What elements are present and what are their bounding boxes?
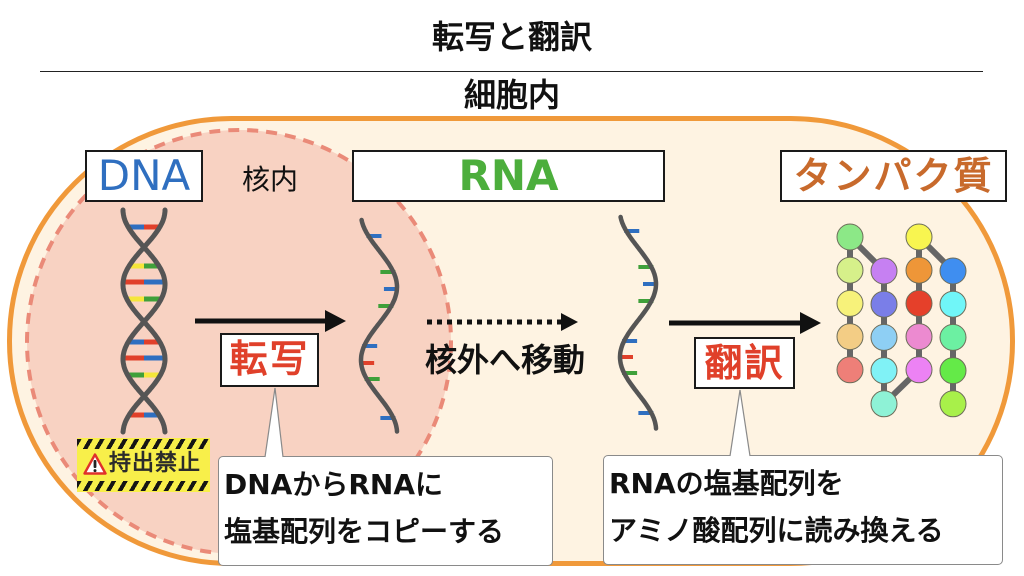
nucleus-label: 核内 — [241, 163, 298, 196]
amino-acid-bead — [870, 257, 898, 285]
amino-acid-bead — [836, 289, 864, 317]
amino-acid-bead — [836, 323, 864, 351]
amino-acid-bead — [905, 289, 933, 317]
amino-acid-bead — [905, 323, 933, 351]
nuclear-export-label: 核外へ移動 — [424, 341, 585, 379]
arrowhead-icon — [561, 313, 578, 331]
rna-backbone — [358, 217, 400, 434]
do-not-remove-badge: 持出禁止 — [77, 438, 210, 492]
amino-acid-bead — [939, 290, 967, 318]
amino-acid-bead — [905, 256, 933, 284]
translation-label: 翻訳 — [694, 337, 795, 389]
dna-strand — [120, 207, 168, 435]
hazard-stripes-bottom — [77, 481, 210, 491]
warning-triangle-icon — [83, 453, 107, 475]
hazard-stripes-top — [77, 439, 210, 449]
amino-acid-bead — [939, 323, 967, 351]
amino-acid-bead — [836, 223, 864, 251]
warning-text: 持出禁止 — [109, 451, 202, 476]
protein-chain — [836, 223, 967, 418]
callout-line: アミノ酸配列に読み換える — [609, 514, 944, 547]
protein-label: タンパク質 — [780, 150, 1007, 202]
amino-acid-bead — [939, 357, 967, 385]
amino-acid-bead — [870, 390, 898, 418]
mrna-strand-in-nucleus — [358, 217, 400, 434]
amino-acid-bead — [905, 223, 933, 251]
transcription-label: 転写 — [220, 333, 319, 387]
export-dotted-arrow — [427, 313, 578, 331]
amino-acid-bead — [836, 256, 864, 284]
dna-double-helix — [120, 207, 168, 435]
rna-backbone — [617, 214, 659, 431]
callout-line: DNAからRNAに — [224, 468, 444, 501]
translation-arrow — [669, 312, 821, 334]
transcription-arrow — [195, 310, 346, 332]
title-divider — [40, 71, 983, 72]
page-title: 転写と翻訳 — [431, 18, 592, 56]
mrna-strand-in-cytoplasm — [617, 214, 659, 431]
section-title-cell: 細胞内 — [463, 76, 560, 114]
callout-line: 塩基配列をコピーする — [224, 515, 505, 548]
arrowhead-icon — [800, 312, 821, 334]
amino-acid-bead — [870, 290, 898, 318]
callout-line: RNAの塩基配列を — [609, 467, 844, 500]
amino-acid-bead — [939, 390, 967, 418]
amino-acid-bead — [836, 356, 864, 384]
rna-label: RNA — [352, 150, 665, 202]
dna-label: DNA — [85, 150, 203, 202]
amino-acid-bead — [870, 357, 898, 385]
amino-acid-bead — [939, 257, 967, 285]
amino-acid-bead — [870, 323, 898, 351]
arrowhead-icon — [325, 310, 346, 332]
transcription-callout: DNAからRNAに 塩基配列をコピーする — [218, 456, 553, 566]
amino-acid-bead — [905, 356, 933, 384]
translation-callout: RNAの塩基配列を アミノ酸配列に読み換える — [603, 455, 1003, 565]
